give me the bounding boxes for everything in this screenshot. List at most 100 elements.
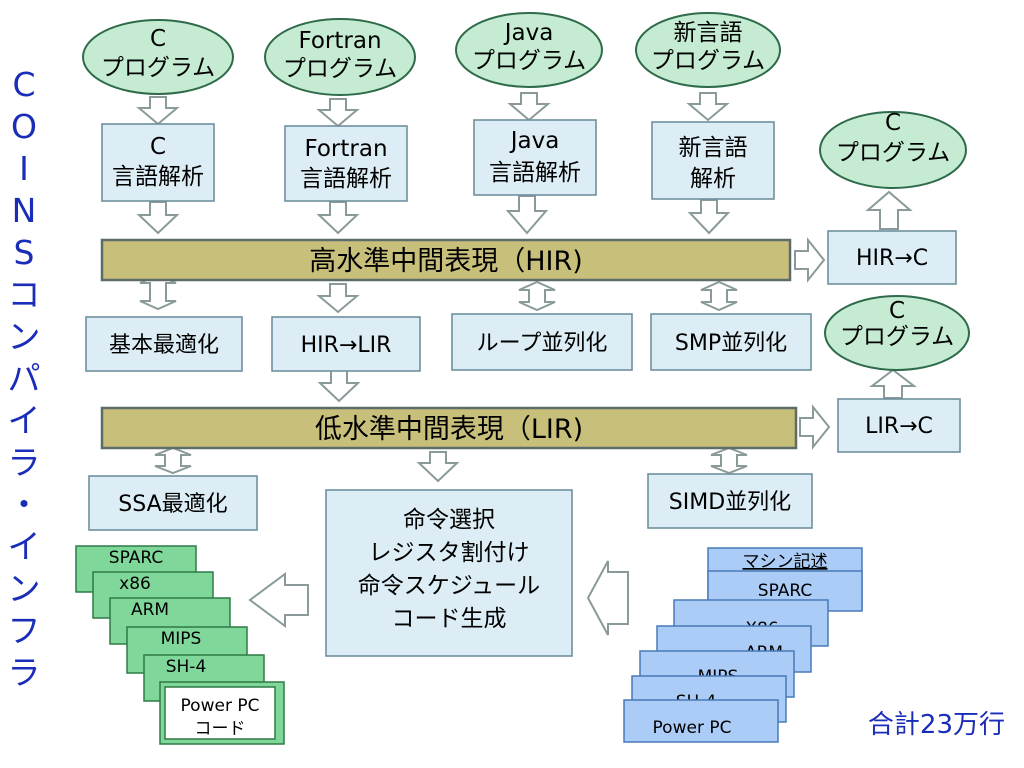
parser-java: Java 言語解析	[473, 119, 597, 196]
title-char: S	[14, 233, 35, 272]
double-arrow	[700, 280, 738, 312]
svg-text:SIMD並列化: SIMD並列化	[669, 490, 791, 515]
down-arrow	[136, 96, 180, 126]
svg-text:言語解析: 言語解析	[112, 164, 204, 190]
svg-text:プログラム: プログラム	[472, 48, 586, 74]
title-char: ・	[8, 485, 41, 524]
source-program-fortran: Fortran プログラム	[264, 18, 416, 96]
right-arrow	[799, 404, 831, 450]
title-char: ン	[8, 569, 41, 608]
svg-text:コード生成: コード生成	[392, 606, 507, 632]
svg-text:解析: 解析	[690, 166, 736, 192]
svg-text:Fortran: Fortran	[298, 28, 381, 54]
up-arrow	[865, 190, 913, 230]
svg-text:レジスタ割付け: レジスタ割付け	[369, 540, 530, 566]
c-program-output-hir: C プログラム	[819, 110, 967, 189]
svg-text:新言語: 新言語	[674, 20, 743, 46]
left-arrow	[586, 560, 629, 636]
pass-ssa-optimization: SSA最適化	[88, 475, 258, 531]
double-arrow	[518, 280, 556, 312]
double-arrow	[710, 446, 748, 475]
right-arrow	[794, 237, 826, 283]
title-char: イ	[8, 401, 41, 440]
c-program-output-lir: C プログラム	[824, 295, 970, 371]
pass-hir-to-lir: HIR→LIR	[271, 316, 421, 372]
down-arrow	[316, 98, 360, 128]
lir-to-c-box: LIR→C	[837, 398, 961, 453]
backend-box: 命令選択 レジスタ割付け 命令スケジュール コード生成	[325, 489, 573, 657]
down-arrow	[687, 199, 731, 235]
down-arrow	[317, 369, 361, 403]
title-char: パ	[8, 359, 41, 398]
source-program-new-language: 新言語 プログラム	[635, 12, 781, 88]
svg-text:LIR→C: LIR→C	[865, 414, 933, 439]
svg-text:SPARC: SPARC	[758, 581, 812, 601]
title-char: イ	[8, 527, 41, 566]
down-arrow	[686, 92, 730, 122]
svg-text:ループ並列化: ループ並列化	[477, 331, 608, 356]
target-card-powerpc: Power PC コード	[159, 681, 285, 745]
svg-text:言語解析: 言語解析	[489, 160, 581, 186]
down-arrow	[416, 451, 460, 483]
machine-card-powerpc: Power PC	[623, 699, 779, 743]
parser-c: C 言語解析	[101, 123, 215, 202]
down-arrow	[507, 92, 551, 122]
down-arrow	[316, 201, 360, 235]
pass-simd-parallelization: SIMD並列化	[647, 473, 813, 529]
svg-text:HIR→C: HIR→C	[856, 246, 928, 271]
parser-fortran: Fortran 言語解析	[284, 125, 408, 202]
machine-description-stack: マシン記述 SPARC X86 ARM MIPS SH-4 Power PC	[623, 547, 863, 743]
title-char: I	[19, 149, 29, 188]
title-char: N	[12, 191, 37, 230]
svg-text:Fortran: Fortran	[304, 136, 387, 162]
pass-basic-optimization: 基本最適化	[85, 316, 243, 372]
svg-text:HIR→LIR: HIR→LIR	[301, 333, 392, 358]
pass-loop-parallelization: ループ並列化	[451, 313, 633, 371]
flow-arrows	[136, 92, 917, 636]
target-code-stack: SPARC x86 ARM MIPS SH-4 Power PC コード	[75, 545, 285, 745]
lir-label: 低水準中間表現（LIR)	[315, 414, 583, 445]
lir-band: 低水準中間表現（LIR)	[100, 406, 798, 450]
source-program-c: C プログラム	[82, 19, 234, 95]
svg-text:命令選択: 命令選択	[403, 507, 495, 533]
svg-text:Power PC: Power PC	[181, 696, 260, 716]
left-arrow	[248, 572, 309, 628]
svg-text:C: C	[885, 110, 901, 136]
title-char: コ	[8, 275, 41, 314]
svg-text:命令スケジュール: 命令スケジュール	[358, 573, 540, 599]
svg-text:SMP並列化: SMP並列化	[675, 331, 787, 356]
svg-text:Power PC: Power PC	[653, 718, 732, 738]
hir-label: 高水準中間表現（HIR)	[309, 246, 583, 277]
svg-text:基本最適化: 基本最適化	[109, 333, 219, 358]
title-char: ン	[8, 317, 41, 356]
hir-band: 高水準中間表現（HIR)	[100, 238, 792, 282]
hir-to-c-box: HIR→C	[827, 230, 957, 285]
svg-text:プログラム: プログラム	[101, 55, 215, 81]
svg-text:C: C	[150, 26, 166, 52]
svg-text:プログラム: プログラム	[651, 48, 765, 74]
parser-new-language: 新言語 解析	[651, 121, 775, 200]
svg-text:MIPS: MIPS	[161, 629, 202, 649]
svg-text:x86: x86	[119, 574, 151, 594]
svg-text:SH-4: SH-4	[166, 657, 207, 677]
double-arrow	[154, 446, 192, 475]
svg-text:Java: Java	[503, 20, 554, 46]
vertical-title: C O I N S コ ン パ イ ラ ・ イ ン フ ラ	[8, 65, 41, 692]
svg-text:言語解析: 言語解析	[300, 166, 392, 192]
svg-text:マシン記述: マシン記述	[743, 552, 828, 572]
svg-text:ARM: ARM	[131, 600, 169, 620]
title-char: フ	[8, 611, 41, 650]
title-char: O	[11, 107, 37, 146]
svg-text:プログラム: プログラム	[283, 56, 397, 82]
total-lines: 合計23万行	[868, 710, 1005, 740]
svg-text:プログラム: プログラム	[836, 140, 950, 166]
down-arrow	[136, 201, 180, 235]
title-char: ラ	[8, 443, 41, 482]
svg-text:プログラム: プログラム	[840, 324, 954, 350]
svg-text:SPARC: SPARC	[109, 548, 163, 568]
svg-text:SSA最適化: SSA最適化	[118, 492, 227, 517]
svg-text:C: C	[150, 134, 166, 160]
svg-text:コード: コード	[195, 719, 246, 739]
svg-text:C: C	[889, 298, 905, 324]
pass-smp-parallelization: SMP並列化	[650, 313, 812, 371]
